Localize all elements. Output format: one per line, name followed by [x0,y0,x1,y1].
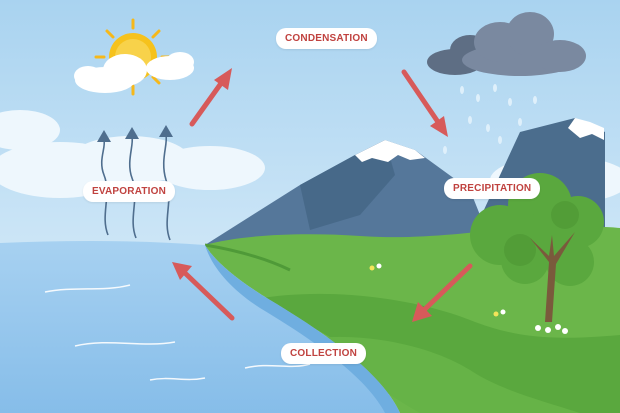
cycle-arrow-evaporation [172,262,235,321]
condensation-label: CONDENSATION [276,28,377,49]
precipitation-label: PRECIPITATION [444,178,541,199]
cycle-arrow-collection [412,263,473,322]
cycle-arrow-precipitation [401,69,448,137]
evaporation-label: EVAPORATION [83,181,176,202]
water [0,240,400,413]
steam-arrow-head [97,130,111,142]
cloud-icon [74,52,194,93]
flowers [369,263,506,317]
steam-arrow-icon [100,134,171,241]
rain-cloud-icon [427,12,586,154]
cycle-arrow-condensation [189,68,232,127]
steam-arrow-head [159,125,173,137]
steam-arrow-head [125,127,139,139]
collection-label: COLLECTION [281,343,366,364]
tree-icon [470,173,604,334]
